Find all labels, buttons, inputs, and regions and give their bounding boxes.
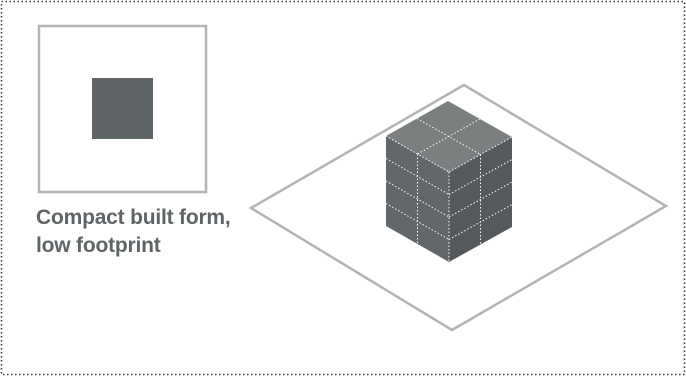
cube-module-grid (385, 118, 513, 262)
plan-view (37, 24, 208, 194)
building-footprint (92, 78, 153, 139)
caption-line-2: low footprint (36, 234, 161, 257)
building-mass-cube (385, 101, 513, 262)
site-outline (37, 24, 208, 194)
axonometric-view (248, 83, 669, 332)
site-plane (248, 83, 669, 332)
diagram-caption: Compact built form, low footprint (36, 204, 296, 260)
caption-line-1: Compact built form, (36, 206, 231, 229)
